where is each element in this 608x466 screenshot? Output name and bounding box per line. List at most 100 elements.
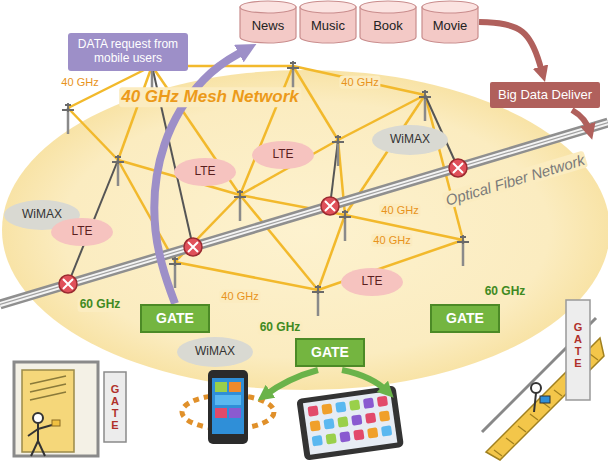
door-line <box>30 392 66 400</box>
app-tile <box>321 403 332 414</box>
node-text: News <box>252 19 285 34</box>
fiber-cable <box>0 123 608 305</box>
lte-cell: LTE <box>252 141 314 169</box>
switch-cross <box>63 279 73 289</box>
door-frame <box>14 362 98 456</box>
delivery-arrow <box>342 370 388 392</box>
switch-cross <box>188 242 198 252</box>
door-line <box>30 384 66 392</box>
app-tile <box>351 414 362 425</box>
escalator-step <box>530 414 538 420</box>
app-tile <box>229 382 241 392</box>
switch-circle <box>321 197 339 215</box>
data-cylinder: Music <box>299 0 357 44</box>
node-text: GATE <box>311 344 349 360</box>
app-tile <box>367 427 378 438</box>
app-tile <box>353 429 364 440</box>
app-tile <box>365 412 376 423</box>
tower-antenna <box>234 190 246 199</box>
fiber-drop-line <box>68 66 458 284</box>
app-tile <box>381 425 392 436</box>
node-text: Movie <box>433 19 468 34</box>
tower-antenna <box>332 135 344 144</box>
person-body <box>534 393 536 412</box>
node-text: DATA request from mobile users <box>74 38 182 66</box>
gate-box: GATE <box>295 338 365 367</box>
person-arm <box>38 425 52 429</box>
person-leg <box>38 441 45 456</box>
lte-cell: LTE <box>341 268 403 296</box>
node-text: LTE <box>272 148 293 162</box>
fiber-drop-line <box>330 140 338 206</box>
door-panel <box>22 370 74 452</box>
node-text: Big Data Deliver <box>498 88 592 103</box>
cylinder-top <box>360 1 416 13</box>
phone-body <box>208 370 248 444</box>
app-tile <box>307 396 392 447</box>
node-text: Music <box>311 19 345 34</box>
mesh-link <box>118 160 175 262</box>
app-tile <box>339 431 350 442</box>
tower-symbol <box>287 61 299 92</box>
door-line <box>30 376 66 384</box>
request-callout: DATA request from mobile users <box>68 33 188 71</box>
cylinder-top <box>422 1 478 13</box>
escalator <box>482 300 604 460</box>
lte-cell: LTE <box>51 218 113 246</box>
delivery-arrow <box>264 370 318 396</box>
delivery-arrow <box>572 110 590 132</box>
app-tile <box>215 395 241 405</box>
app-tile <box>326 433 337 444</box>
optical-fiber <box>0 123 608 305</box>
frequency-label: 40 GHz <box>219 290 260 303</box>
escalator-step <box>518 426 526 432</box>
escalator-step <box>554 390 562 396</box>
mesh-link <box>240 140 338 195</box>
tower-symbol <box>62 103 74 134</box>
cylinder-top <box>240 1 296 13</box>
tower-antenna <box>169 257 181 266</box>
switch-symbol <box>59 275 77 293</box>
app-tile <box>229 408 241 418</box>
tower-antenna <box>287 61 299 70</box>
frequency-label: 60 GHz <box>78 298 123 312</box>
phone-in-hand <box>540 396 550 403</box>
gate-box: GATE <box>140 304 210 333</box>
node-text: LTE <box>194 165 215 179</box>
switch-symbol <box>321 197 339 215</box>
tower-symbol <box>234 190 246 221</box>
node-text: WiMAX <box>390 133 430 147</box>
smartphone-icon <box>182 370 274 444</box>
person-head <box>531 383 541 393</box>
escalator-step <box>590 354 598 360</box>
tower-antenna <box>312 285 324 294</box>
fiber-cable <box>0 123 608 305</box>
switch-circle <box>184 238 202 256</box>
tower-symbol <box>332 135 344 166</box>
app-tile <box>349 400 360 411</box>
delivery-callout: Big Data Deliver <box>490 82 600 108</box>
person-figure <box>28 413 60 456</box>
switch-cross <box>325 201 335 211</box>
mesh-link <box>293 66 338 140</box>
mesh-link <box>175 262 318 290</box>
app-tile <box>337 416 348 427</box>
person-arm <box>28 429 38 436</box>
app-tile <box>363 398 374 409</box>
app-tile <box>312 435 323 446</box>
gate-sign: GATE <box>110 383 121 431</box>
cylinder-top <box>300 1 356 13</box>
tower-antenna <box>62 103 74 112</box>
lte-cell: LTE <box>174 158 236 186</box>
mesh-link <box>345 215 463 240</box>
tower-symbol <box>312 285 324 316</box>
frequency-label: 40 GHz <box>339 76 380 89</box>
app-tile <box>215 408 227 418</box>
person-body <box>37 423 39 441</box>
app-tile <box>379 410 390 421</box>
node-text: GATE <box>446 310 484 326</box>
gate-pillar <box>566 300 590 400</box>
node-text: Book <box>373 19 403 34</box>
tablet-screen <box>303 391 397 455</box>
